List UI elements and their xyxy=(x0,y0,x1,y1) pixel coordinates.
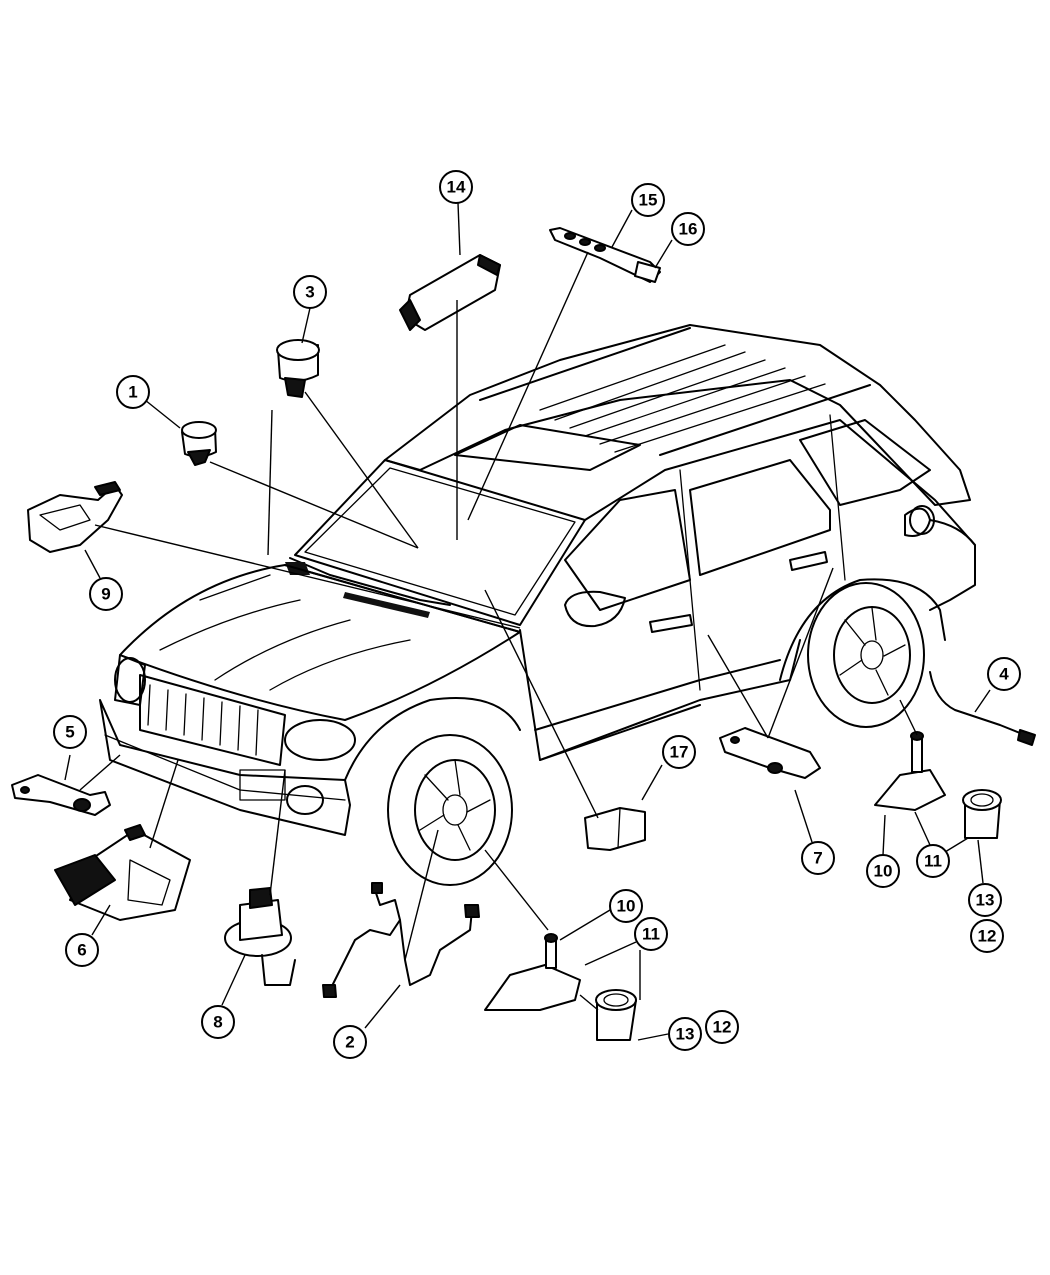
leader-lines xyxy=(64,202,991,1041)
part-10-rear-tpms xyxy=(874,731,946,811)
callout-10-rear: 10 xyxy=(866,854,900,888)
callout-14: 14 xyxy=(439,170,473,204)
part-13-front-cap xyxy=(595,989,637,1041)
callouts: 1 2 3 4 5 6 7 8 9 10 10 11 11 12 12 13 1… xyxy=(53,170,1021,1059)
part-14-module xyxy=(399,254,501,331)
callout-15: 15 xyxy=(631,183,665,217)
part-4-lead xyxy=(929,671,1036,746)
callout-12-rear: 12 xyxy=(970,919,1004,953)
callout-3: 3 xyxy=(293,275,327,309)
callout-10-front: 10 xyxy=(609,889,643,923)
callout-12-front: 12 xyxy=(705,1010,739,1044)
part-17-module xyxy=(584,807,646,851)
vehicle-illustration xyxy=(99,324,976,886)
svg-text:13: 13 xyxy=(976,891,995,910)
part-6-module xyxy=(54,824,191,921)
svg-text:13: 13 xyxy=(676,1025,695,1044)
svg-text:12: 12 xyxy=(713,1018,732,1037)
svg-text:11: 11 xyxy=(924,852,942,871)
part-10-front-tpms xyxy=(484,933,581,1011)
callout-2: 2 xyxy=(333,1025,367,1059)
svg-text:14: 14 xyxy=(447,178,466,197)
part-5-sensor xyxy=(11,774,111,816)
part-2-harness xyxy=(322,882,480,998)
callout-13-rear: 13 xyxy=(968,883,1002,917)
callout-7: 7 xyxy=(801,841,835,875)
part-15-16-bracket xyxy=(549,227,661,283)
svg-text:5: 5 xyxy=(65,723,74,742)
svg-text:2: 2 xyxy=(345,1033,354,1052)
svg-text:17: 17 xyxy=(670,743,689,762)
svg-text:8: 8 xyxy=(213,1013,222,1032)
svg-text:7: 7 xyxy=(813,849,822,868)
svg-text:9: 9 xyxy=(101,585,110,604)
part-9-switch xyxy=(27,481,123,553)
callout-17: 17 xyxy=(662,735,696,769)
callout-1: 1 xyxy=(116,375,150,409)
callout-11-front: 11 xyxy=(634,917,668,951)
svg-text:6: 6 xyxy=(77,941,86,960)
svg-text:10: 10 xyxy=(874,862,893,881)
callout-9: 9 xyxy=(89,577,123,611)
part-13-rear-cap xyxy=(962,789,1002,839)
callout-4: 4 xyxy=(987,657,1021,691)
callout-16: 16 xyxy=(671,212,705,246)
svg-text:10: 10 xyxy=(617,897,636,916)
callout-8: 8 xyxy=(201,1005,235,1039)
part-8-sensor xyxy=(224,887,296,986)
callout-11-rear: 11 xyxy=(916,844,950,878)
svg-text:3: 3 xyxy=(305,283,314,302)
svg-text:16: 16 xyxy=(679,220,698,239)
svg-text:11: 11 xyxy=(642,925,660,944)
svg-text:15: 15 xyxy=(639,191,658,210)
callout-6: 6 xyxy=(65,933,99,967)
svg-text:1: 1 xyxy=(128,383,137,402)
part-1-sensor xyxy=(181,421,217,466)
part-3-sensor xyxy=(276,339,320,398)
svg-text:4: 4 xyxy=(999,665,1009,684)
callout-13-front: 13 xyxy=(668,1017,702,1051)
svg-text:12: 12 xyxy=(978,927,997,946)
part-7-sensor xyxy=(719,727,821,779)
callout-5: 5 xyxy=(53,715,87,749)
